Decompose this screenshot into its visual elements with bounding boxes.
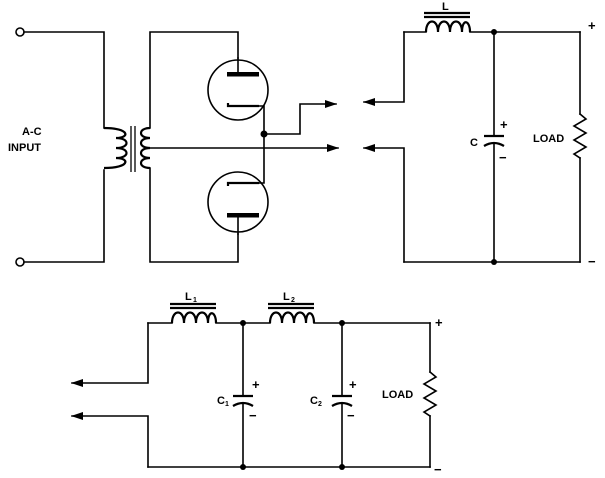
c1-subscript: 1 (225, 401, 229, 408)
two-section-filter: L 1 L 2 C 1 + − C 2 + − (71, 291, 443, 477)
c1-label: C (217, 395, 225, 407)
primary-top-wire (23, 31, 105, 129)
c1-plus: + (252, 377, 260, 392)
tube-upper-cathode-lead (258, 105, 265, 135)
inductor-l1-label: L (185, 291, 192, 303)
load-resistor-zigzag (572, 112, 588, 160)
c2-plus: + (349, 377, 357, 392)
filter-capacitor-plate-bottom (483, 141, 505, 147)
primary-bottom-wire (23, 169, 105, 263)
tube-lower-cathode-lead (258, 133, 265, 184)
transformer-primary-winding (103, 126, 128, 170)
filter-choke-label: L (442, 1, 449, 13)
ac-input-terminal-bottom (15, 257, 25, 267)
choke-input-filter: L C + − LOAD + − (363, 1, 596, 269)
power-transformer (103, 126, 151, 172)
ac-input-label-line2: INPUT (8, 142, 41, 154)
c1-plate-bottom (232, 401, 254, 407)
section-load-resistor-zigzag (422, 370, 438, 418)
filter-capacitor-plus: + (500, 117, 508, 132)
rectifier-tube-upper (207, 57, 269, 135)
rectifier-circuit: A-C INPUT (8, 27, 339, 267)
ac-input-label-line1: A-C (22, 126, 42, 138)
tube-upper-plate (227, 72, 259, 77)
c2-subscript: 2 (318, 401, 322, 408)
filter-capacitor-minus: − (499, 150, 507, 165)
load-label: LOAD (533, 133, 564, 145)
transformer-secondary-winding (139, 126, 151, 170)
secondary-top-wire (149, 31, 239, 129)
c1-minus: − (249, 408, 257, 423)
ac-input-terminals (15, 27, 105, 267)
c2-plate-bottom (331, 401, 353, 407)
section-input-bottom-arrow (71, 412, 149, 468)
inductor-l2-subscript: 2 (291, 297, 295, 304)
section-output-minus: − (434, 462, 442, 477)
filter-capacitor-label: C (470, 137, 478, 149)
secondary-bottom-wire (149, 167, 239, 263)
output-minus-sign: − (588, 254, 596, 269)
inductor-l1-subscript: 1 (193, 297, 197, 304)
output-plus-sign: + (588, 18, 596, 33)
inductor-l1 (170, 311, 218, 324)
inductor-l2-label: L (283, 291, 290, 303)
rectifier-output-arrow (263, 100, 337, 135)
inductor-l2 (268, 311, 316, 324)
tube-upper-cathode (226, 103, 259, 108)
section-load-label: LOAD (382, 389, 413, 401)
tube-lower-plate (227, 213, 259, 218)
rectifier-tube-lower (207, 133, 269, 235)
section-output-plus: + (435, 315, 443, 330)
filter-input-top-arrow (363, 31, 405, 106)
c2-minus: − (347, 408, 355, 423)
filter-input-bottom-arrow (363, 144, 405, 263)
c2-label: C (310, 395, 318, 407)
ac-input-terminal-top (15, 27, 25, 37)
tube-lower-cathode (226, 181, 259, 186)
section-input-top-arrow (71, 322, 149, 387)
filter-choke-inductor (424, 20, 472, 33)
